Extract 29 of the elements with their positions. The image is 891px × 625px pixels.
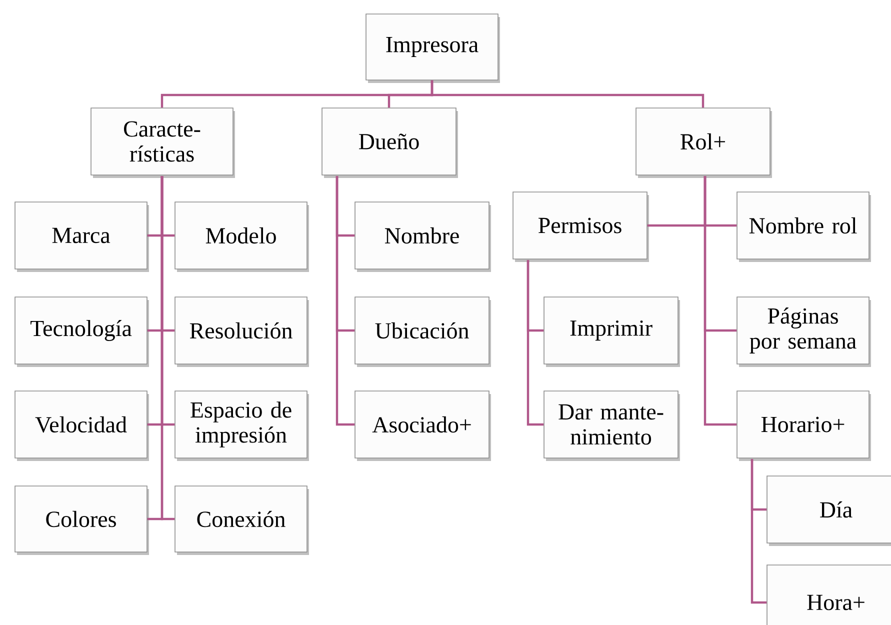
text-box: Colores (14, 486, 149, 555)
text-box: Hora+ (766, 564, 891, 625)
text-box: Día (766, 476, 891, 546)
connector-line (160, 176, 175, 520)
text-box: Tecnología (14, 296, 149, 367)
text-box: Permisos (512, 192, 649, 262)
text-box: Imprimir (544, 296, 680, 367)
text-box: Caracte-rísticas (90, 108, 235, 178)
text-box: Nombre rol (736, 192, 871, 262)
connector-line (430, 80, 704, 108)
text-box: Modelo (174, 202, 309, 272)
text-box: Rol+ (636, 108, 772, 178)
text-box: Espacio de impresión (174, 390, 309, 461)
text-box: Páginas por semana (736, 296, 871, 367)
text-box: Dueño (322, 108, 458, 178)
text-box: Horario+ (736, 390, 871, 461)
text-box: Resolución (174, 296, 309, 367)
text-box: Conexión (174, 486, 309, 555)
text-box: Asociado+ (354, 390, 491, 461)
text-box: Ubicación (354, 296, 491, 367)
connector-line (750, 459, 767, 604)
text-box: Velocidad (14, 390, 149, 461)
connector-line (704, 176, 737, 426)
connector-line (336, 176, 355, 426)
text-box: Marca (14, 202, 149, 272)
text-box: Impresora (366, 14, 500, 83)
connector-line (526, 260, 544, 426)
text-box: Nombre (354, 202, 491, 272)
text-box: Dar mante-nimiento (544, 390, 680, 461)
